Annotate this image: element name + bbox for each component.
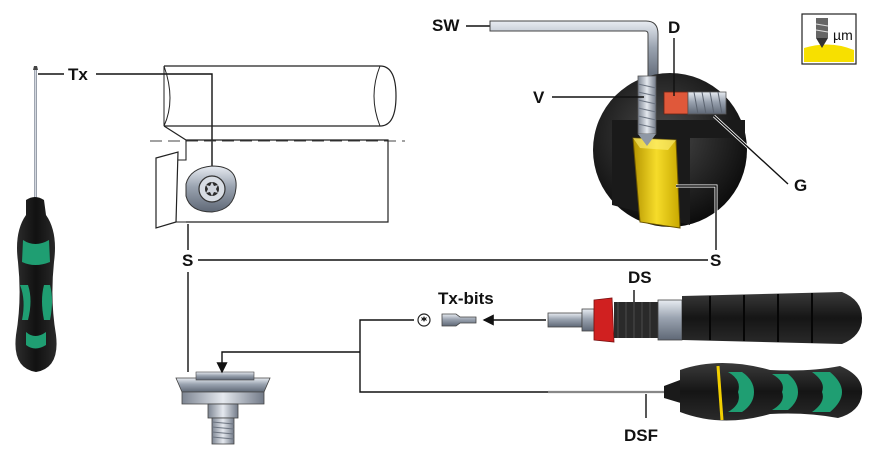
torx-star-icon (206, 182, 218, 196)
insert-outline (155, 151, 179, 229)
v-leader: V (533, 88, 644, 107)
vertical-screwdriver (15, 66, 57, 372)
gold-insert (632, 137, 681, 229)
hex-key: SW (432, 16, 659, 81)
label-ds: DS (628, 268, 652, 287)
micron-badge: µm (801, 13, 857, 65)
red-ring (593, 297, 615, 343)
handle-grip-green-right (42, 285, 52, 320)
ds-screwdriver: DS (547, 268, 862, 344)
handle-grip-green-top (22, 240, 50, 265)
badge-unit-text: µm (833, 27, 853, 43)
label-d: D (668, 18, 680, 37)
flange-connectors (216, 319, 548, 393)
label-s-left: S (182, 251, 193, 270)
label-tx: Tx (68, 65, 88, 84)
label-g: G (794, 176, 807, 195)
label-s-right: S (710, 251, 721, 270)
g-leader: G (712, 114, 807, 195)
label-dsf: DSF (624, 426, 658, 445)
bit-icon (441, 313, 477, 327)
d-leader: D (668, 18, 680, 96)
label-v: V (533, 88, 545, 107)
flange-element (175, 371, 271, 445)
boring-bar (150, 65, 405, 229)
tx-bits: Tx-bits (417, 289, 546, 327)
label-tx-bits: Tx-bits (438, 289, 494, 308)
torx-tip (33, 66, 38, 70)
s-connector: S S (182, 224, 721, 372)
screwdriver-handle (15, 197, 57, 372)
dsf-screwdriver: DSF (548, 363, 863, 445)
handle-grip-green-bottom (26, 332, 46, 349)
d-element (663, 91, 689, 115)
screwdriver-blade (34, 70, 37, 200)
label-sw: SW (432, 16, 460, 35)
tx-leader: Tx (38, 65, 213, 183)
handle-grip-green-left (20, 285, 31, 320)
s-right-leader (676, 184, 718, 250)
detail-sphere (593, 73, 747, 229)
